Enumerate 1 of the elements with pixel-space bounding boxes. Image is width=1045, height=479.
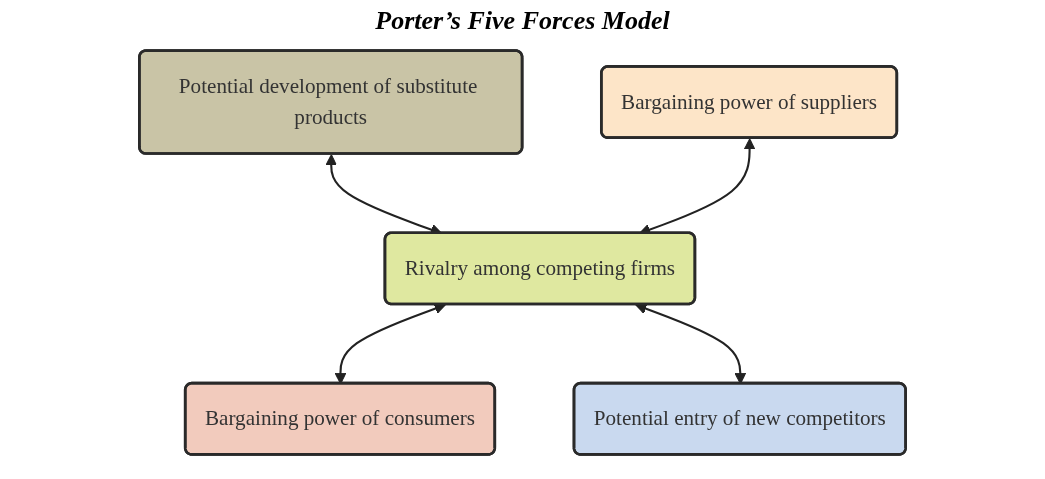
diagram-title: Porter’s Five Forces Model xyxy=(374,6,671,36)
